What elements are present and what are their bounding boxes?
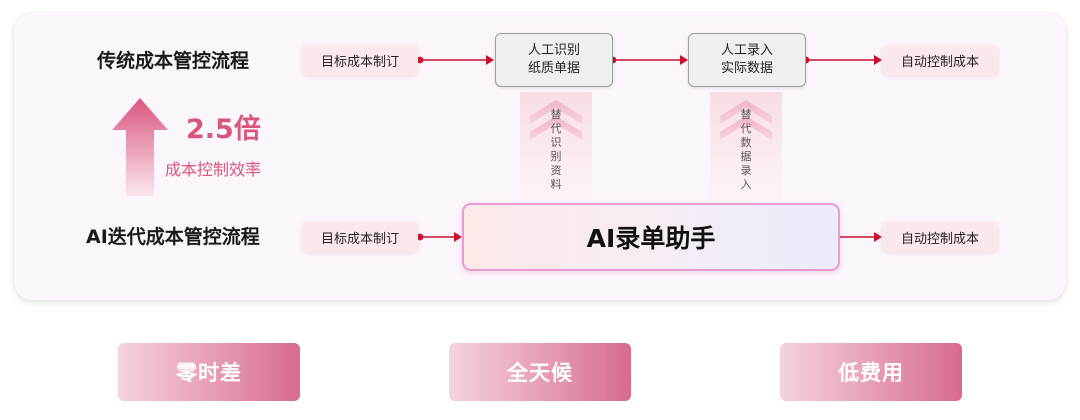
manual-identify-line2: 纸质单据 xyxy=(527,61,580,76)
traditional-flow-title: 传统成本管控流程 xyxy=(97,50,250,72)
ai-flow-title: AI迭代成本管控流程 xyxy=(86,226,260,248)
replace-column-left xyxy=(520,92,592,200)
traditional-target-cost: 目标成本制订 xyxy=(302,45,418,75)
manual-identify-box: 人工识别 纸质单据 xyxy=(495,33,613,87)
benefit-zero-delay: 零时差 xyxy=(118,343,300,401)
ai-assistant-box: AI录单助手 xyxy=(462,203,840,271)
replace-identify-label: 替代识别资料 xyxy=(550,108,562,191)
manual-entry-line2: 实际数据 xyxy=(720,61,773,76)
efficiency-up-arrow-icon xyxy=(112,98,168,196)
chevron-up-icon xyxy=(720,116,772,140)
efficiency-value: 2.5倍 xyxy=(186,114,261,145)
manual-entry-box: 人工录入 实际数据 xyxy=(688,33,806,87)
benefit-low-cost: 低费用 xyxy=(780,343,962,401)
benefit-all-weather: 全天候 xyxy=(449,343,631,401)
manual-identify-line1: 人工识别 xyxy=(527,43,580,58)
ai-auto-control: 自动控制成本 xyxy=(882,222,998,252)
ai-target-cost: 目标成本制订 xyxy=(302,222,418,252)
efficiency-label: 成本控制效率 xyxy=(165,160,262,179)
chevron-up-icon xyxy=(530,100,582,124)
chevron-up-icon xyxy=(530,116,582,140)
replace-entry-label: 替代数据录入 xyxy=(740,108,752,191)
traditional-auto-control: 自动控制成本 xyxy=(882,45,998,75)
manual-entry-line1: 人工录入 xyxy=(720,43,773,58)
replace-column-right xyxy=(710,92,782,200)
chevron-up-icon xyxy=(720,100,772,124)
